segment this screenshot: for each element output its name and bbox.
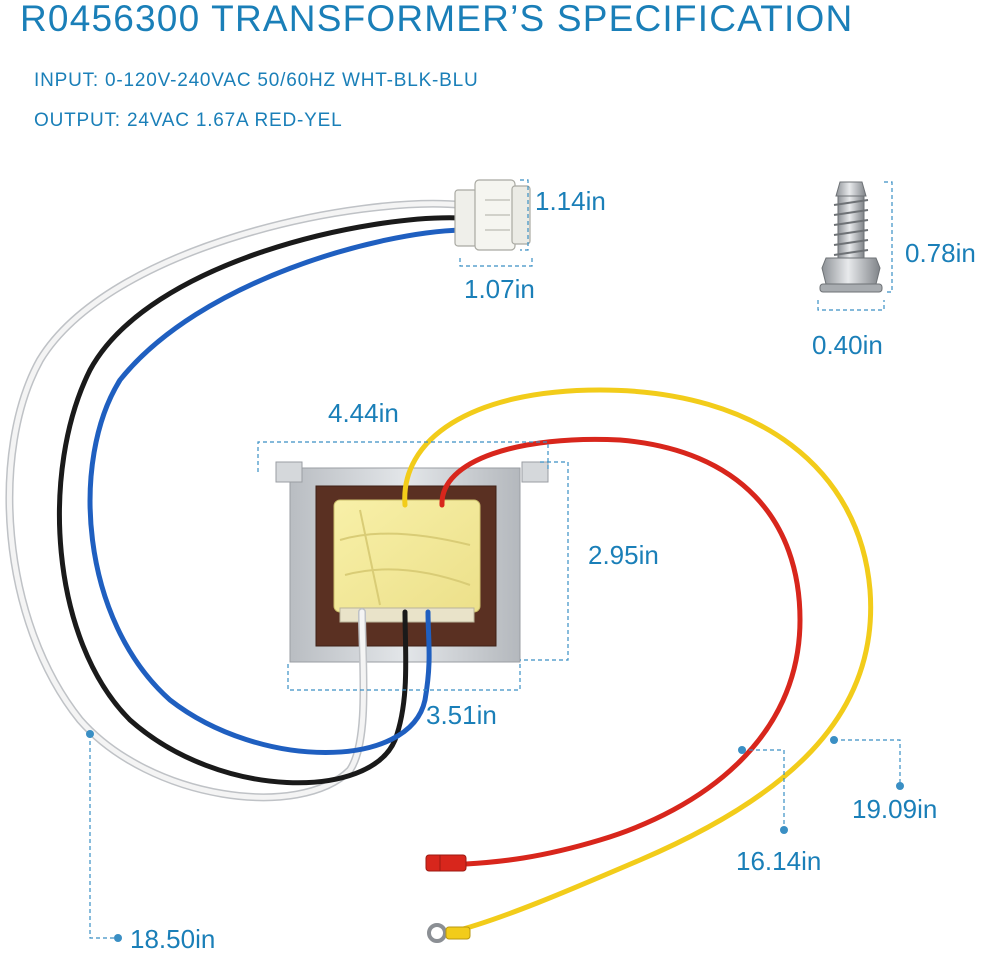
spade-terminal [425, 854, 467, 872]
page-title: R0456300 TRANSFORMER’S SPECIFICATION [20, 0, 854, 39]
secondary-wires [402, 387, 874, 935]
tape-wrinkles [339, 509, 471, 606]
input-spec: INPUT: 0-120V-240VAC 50/60HZ WHT-BLK-BLU [34, 70, 479, 91]
blue-wire [87, 227, 465, 755]
white-lead-length-label: 18.50in [130, 924, 216, 954]
molex-connector [454, 179, 531, 251]
transformer [275, 461, 549, 663]
primary-wires [5, 199, 466, 802]
yellow-lead-length-label: 19.09in [852, 794, 938, 824]
ring-terminal [427, 923, 471, 943]
connector-width-label: 1.07in [464, 274, 535, 304]
red-wire [439, 436, 803, 867]
transformer-height-label: 2.95in [588, 540, 659, 570]
yellow-wire [402, 387, 874, 935]
coil-tape [333, 499, 481, 613]
white-wire-core [7, 201, 465, 800]
transformer-mount-tab-right [521, 461, 549, 483]
dimension-dots [86, 730, 904, 942]
screw-icon [819, 181, 883, 293]
transformer-width-top-label: 4.44in [328, 398, 399, 428]
red-lead-length-label: 16.14in [736, 846, 822, 876]
transformer-width-bottom-label: 3.51in [426, 700, 497, 730]
screw-height-label: 0.78in [905, 238, 976, 268]
transformer-mount-tab-left [275, 461, 303, 483]
connector-height-label: 1.14in [535, 186, 606, 216]
screw-width-label: 0.40in [812, 330, 883, 360]
output-spec: OUTPUT: 24VAC 1.67A RED-YEL [34, 110, 343, 131]
dimension-lines [89, 179, 901, 939]
